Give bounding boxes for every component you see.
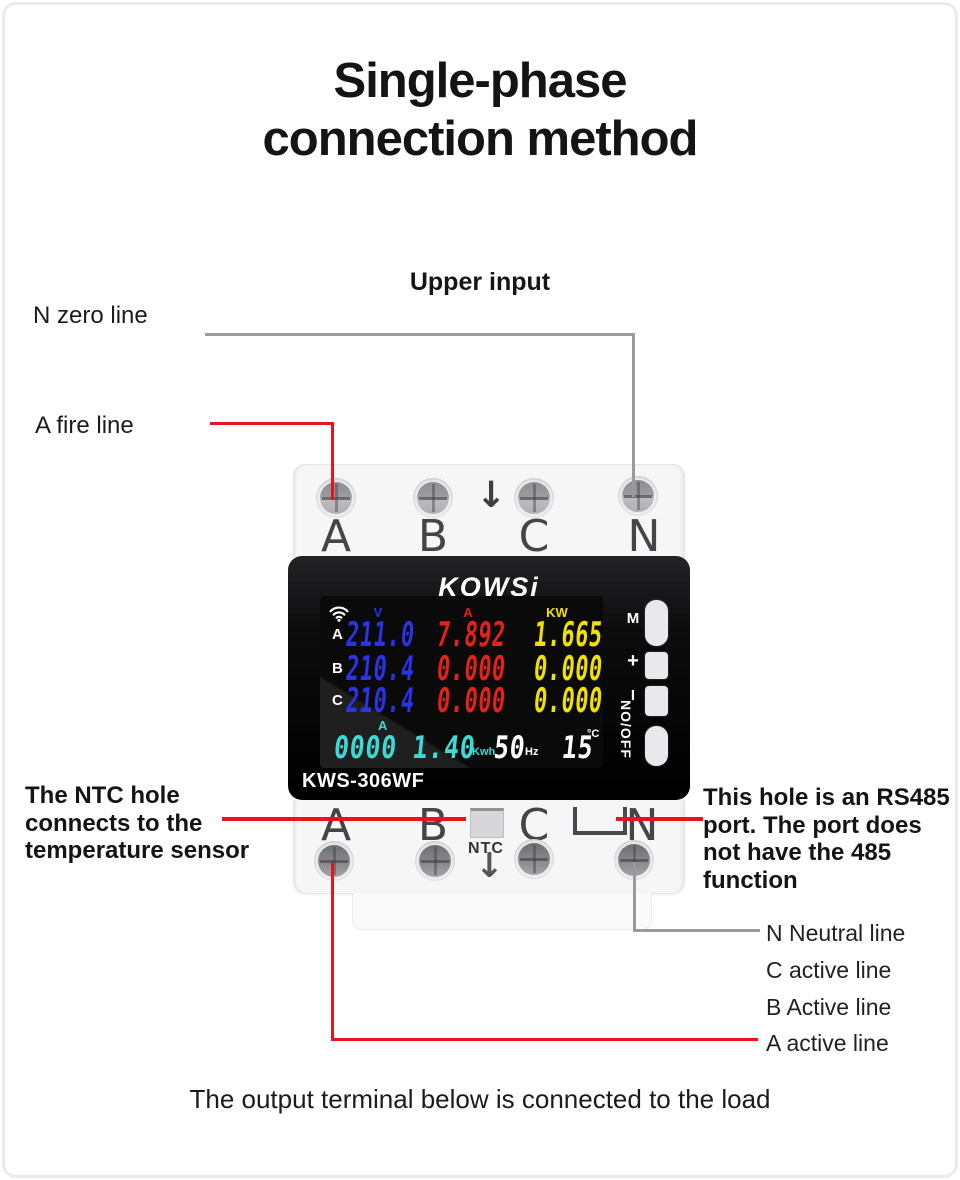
plus-button-label: + — [627, 650, 639, 672]
top-terminal-screw-c — [514, 478, 554, 518]
output-caption: The output terminal below is connected t… — [189, 1084, 771, 1114]
phase-b-power-value: 0.000 — [531, 649, 603, 689]
phase-c-current-value: 0.000 — [434, 681, 508, 721]
top-terminal-screw-n — [618, 476, 658, 516]
bottom-terminal-label-a: A — [320, 800, 352, 851]
temperature-unit-label: °C — [587, 728, 600, 740]
wifi-icon — [329, 606, 349, 622]
lcd-screen: V A KW A 211.0 7.892 1.665 B 210.4 0.000… — [320, 596, 603, 768]
frequency-value: 50 — [492, 730, 528, 766]
phase-b-current-value: 0.000 — [434, 649, 508, 689]
a-fire-wire-vertical — [331, 422, 334, 500]
ntc-note: The NTC hole connects to the temperature… — [25, 782, 250, 864]
n-zero-line-label: N zero line — [33, 302, 148, 329]
bottom-terminal-screw-c — [514, 839, 554, 879]
model-number: KWS-306WF — [302, 770, 425, 792]
ntc-label: NTC — [468, 840, 504, 857]
power-column-header: KW — [546, 605, 568, 620]
title-line-1: Single-phase — [333, 54, 628, 108]
energy-phase-label: A — [378, 718, 388, 733]
on-off-button[interactable] — [645, 726, 668, 766]
top-terminal-label-b: B — [417, 511, 449, 562]
bottom-terminal-screw-a — [314, 841, 354, 881]
a-active-line-label: A active line — [766, 1030, 889, 1056]
rs485-port-right-bracket-icon — [600, 807, 627, 835]
top-terminal-label-c: C — [518, 511, 550, 562]
top-terminal-label-a: A — [320, 511, 352, 562]
din-rail-clip — [352, 893, 652, 930]
phase-a-power-value: 1.665 — [531, 615, 603, 655]
output-direction-arrow-icon: ↓ — [475, 846, 504, 886]
rs485-pointer-line — [616, 817, 703, 821]
on-off-button-label: NO/OFF — [618, 700, 634, 759]
minus-button[interactable] — [645, 686, 668, 716]
a-output-wire-vertical — [331, 863, 334, 1041]
bottom-terminal-label-b: B — [417, 800, 449, 851]
device-top-terminal-block: ↓ A B C N — [293, 464, 685, 562]
a-fire-line-label: A fire line — [35, 412, 134, 439]
n-zero-wire-vertical — [632, 333, 635, 497]
top-terminal-screw-a — [316, 478, 356, 518]
minus-button-label: I — [630, 687, 636, 704]
n-neutral-line-label: N Neutral line — [766, 920, 906, 946]
a-output-wire-horizontal — [331, 1038, 758, 1041]
phase-b-voltage-value: 210.4 — [343, 649, 417, 689]
bottom-terminal-screw-b — [415, 841, 455, 881]
phase-c-row-label: C — [332, 692, 343, 709]
b-active-line-label: B Active line — [766, 994, 892, 1020]
top-terminal-label-n: N — [627, 511, 661, 562]
input-direction-arrow-icon: ↓ — [476, 475, 507, 516]
energy-value: 0000 1.40 — [332, 730, 478, 766]
plus-button[interactable] — [645, 652, 668, 679]
device-front-panel: KOWSi V A KW A 211.0 7.892 1.665 B 210.4… — [288, 556, 690, 800]
energy-unit-label: Kwh — [472, 746, 496, 758]
phase-a-current-value: 7.892 — [434, 615, 508, 655]
phase-b-row-label: B — [332, 660, 343, 677]
upper-input-label: Upper input — [409, 268, 551, 296]
bottom-terminal-screw-n — [614, 840, 654, 880]
phase-a-row-label: A — [332, 626, 343, 643]
rs485-port-left-bracket-icon — [573, 807, 600, 835]
menu-button-label: M — [626, 610, 640, 627]
rs485-note: This hole is an RS485 port. The port doe… — [703, 784, 950, 894]
menu-button[interactable] — [645, 600, 668, 646]
top-terminal-screw-b — [413, 478, 453, 518]
ntc-sensor-hole — [470, 808, 504, 838]
n-output-wire-vertical — [633, 862, 636, 932]
ntc-pointer-line — [222, 817, 466, 821]
page-title: Single-phase connection method — [0, 52, 960, 168]
voltage-column-header: V — [373, 605, 383, 620]
current-column-header: A — [463, 605, 473, 620]
title-line-2: connection method — [262, 112, 699, 166]
n-output-wire-horizontal — [633, 929, 760, 932]
n-zero-wire-horizontal — [205, 333, 635, 336]
phase-a-voltage-value: 211.0 — [343, 615, 417, 655]
frequency-unit-label: Hz — [525, 746, 539, 758]
phase-c-voltage-value: 210.4 — [343, 681, 417, 721]
c-active-line-label: C active line — [766, 957, 892, 983]
phase-c-power-value: 0.000 — [531, 681, 603, 721]
a-fire-wire-horizontal — [210, 422, 334, 425]
device-bottom-terminal-block: A B C N NTC ↓ — [293, 800, 685, 894]
